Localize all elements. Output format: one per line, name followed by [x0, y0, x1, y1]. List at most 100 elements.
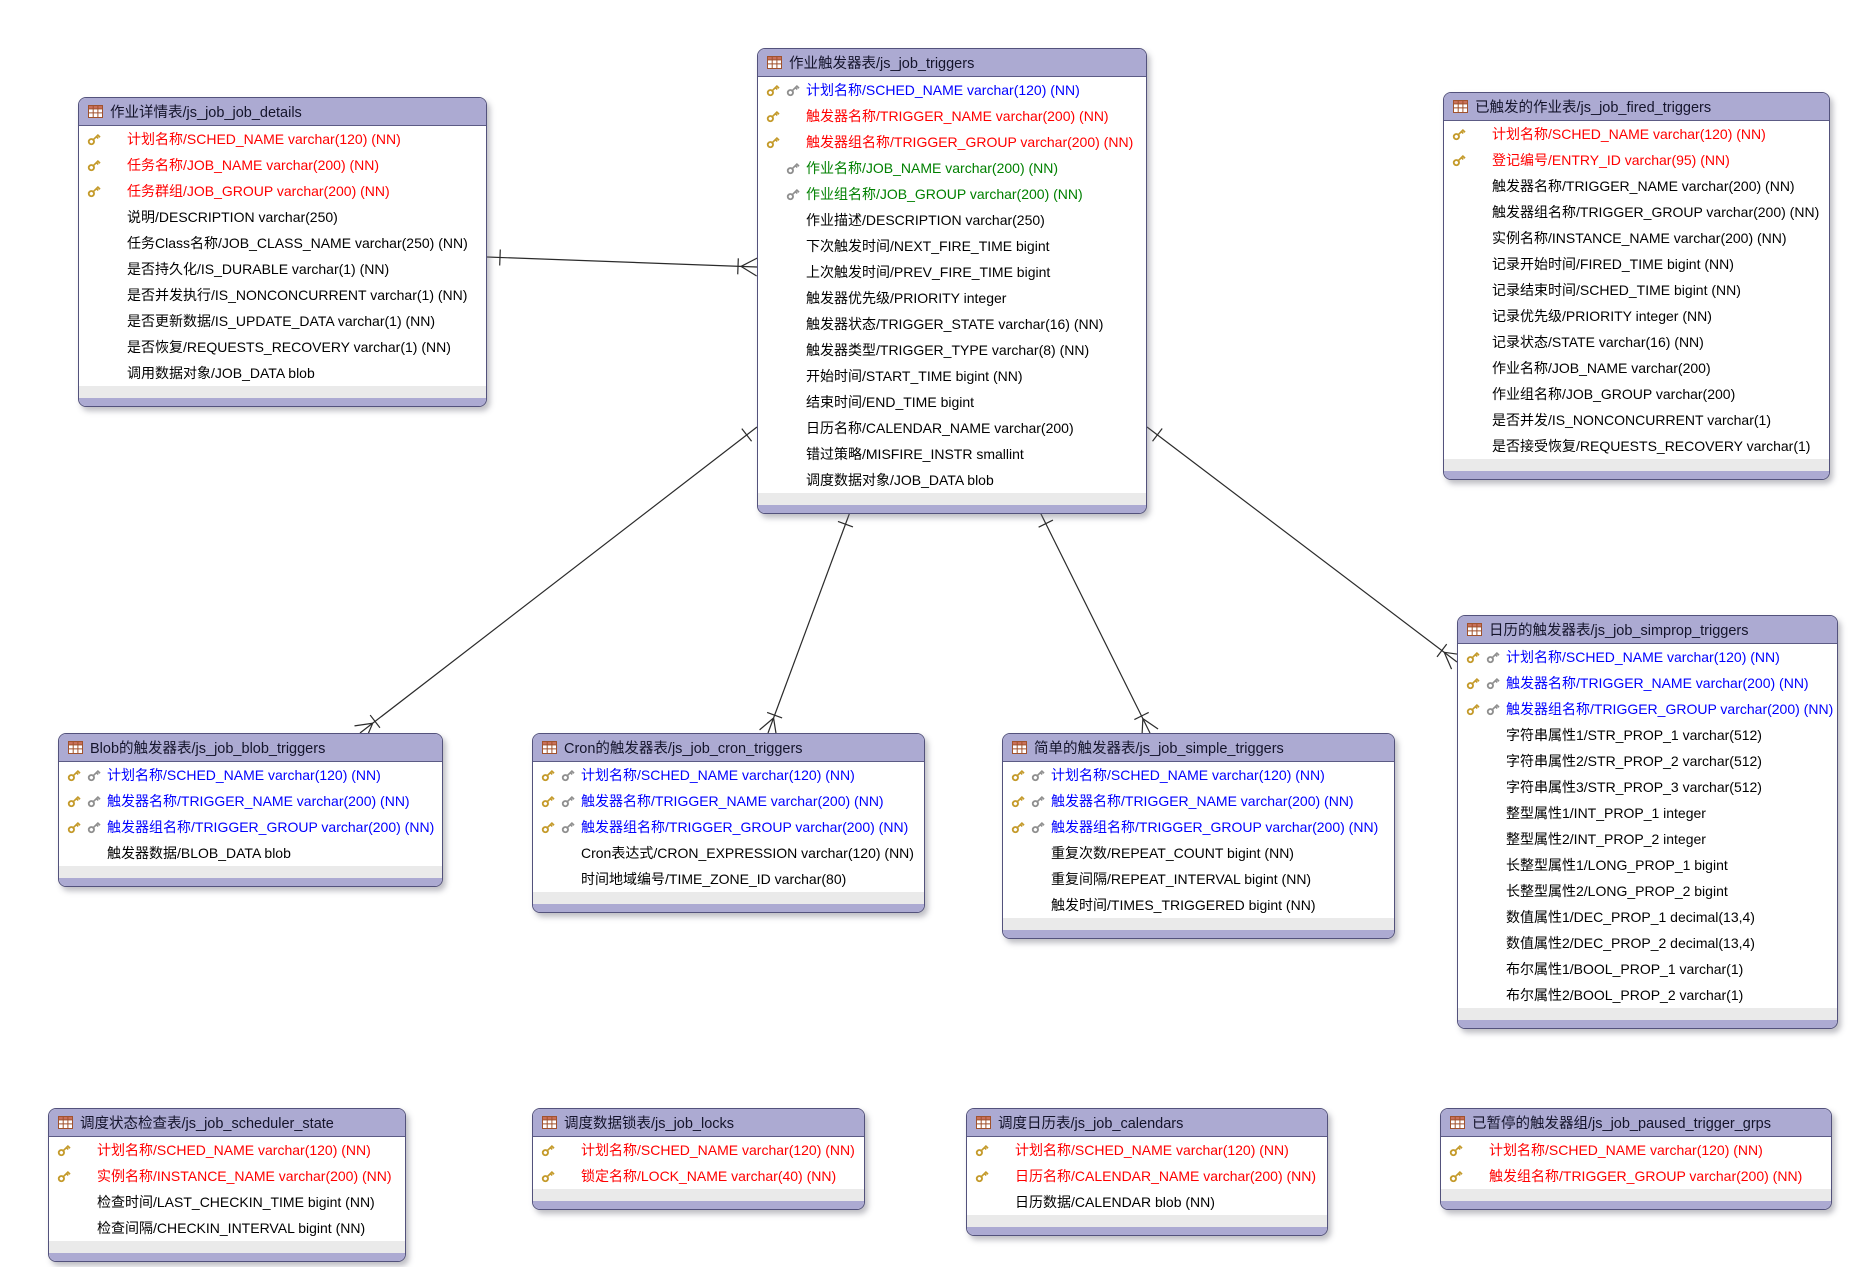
column-row[interactable]: 触发器名称/TRIGGER_NAME varchar(200) (NN)	[1003, 788, 1394, 814]
column-row[interactable]: 上次触发时间/PREV_FIRE_TIME bigint	[758, 259, 1146, 285]
column-row[interactable]: 重复间隔/REPEAT_INTERVAL bigint (NN)	[1003, 866, 1394, 892]
column-row[interactable]: 布尔属性2/BOOL_PROP_2 varchar(1)	[1458, 982, 1837, 1008]
column-row[interactable]: 触发器名称/TRIGGER_NAME varchar(200) (NN)	[533, 788, 924, 814]
column-row[interactable]: 触发器组名称/TRIGGER_GROUP varchar(200) (NN)	[1458, 696, 1837, 722]
column-row[interactable]: 调度数据对象/JOB_DATA blob	[758, 467, 1146, 493]
column-row[interactable]: 日历名称/CALENDAR_NAME varchar(200) (NN)	[967, 1163, 1327, 1189]
column-row[interactable]: 记录优先级/PRIORITY integer (NN)	[1444, 303, 1829, 329]
column-row[interactable]: 作业组名称/JOB_GROUP varchar(200)	[1444, 381, 1829, 407]
column-row[interactable]: 作业名称/JOB_NAME varchar(200)	[1444, 355, 1829, 381]
column-row[interactable]: 是否持久化/IS_DURABLE varchar(1) (NN)	[79, 256, 486, 282]
column-row[interactable]: 触发器名称/TRIGGER_NAME varchar(200) (NN)	[1444, 173, 1829, 199]
column-row[interactable]: 字符串属性2/STR_PROP_2 varchar(512)	[1458, 748, 1837, 774]
column-row[interactable]: 触发器名称/TRIGGER_NAME varchar(200) (NN)	[758, 103, 1146, 129]
column-row[interactable]: 实例名称/INSTANCE_NAME varchar(200) (NN)	[1444, 225, 1829, 251]
column-row[interactable]: 作业组名称/JOB_GROUP varchar(200) (NN)	[758, 181, 1146, 207]
table-header[interactable]: 作业触发器表/js_job_triggers	[758, 49, 1146, 77]
column-row[interactable]: 布尔属性1/BOOL_PROP_1 varchar(1)	[1458, 956, 1837, 982]
column-row[interactable]: 记录状态/STATE varchar(16) (NN)	[1444, 329, 1829, 355]
column-row[interactable]: 计划名称/SCHED_NAME varchar(120) (NN)	[59, 762, 442, 788]
column-row[interactable]: 调用数据对象/JOB_DATA blob	[79, 360, 486, 386]
column-row[interactable]: 计划名称/SCHED_NAME varchar(120) (NN)	[1444, 121, 1829, 147]
relationship-js_job_triggers-js_job_simple_triggers[interactable]	[1038, 511, 1159, 738]
table-header[interactable]: 已暂停的触发器组/js_job_paused_trigger_grps	[1441, 1109, 1831, 1137]
column-row[interactable]: 记录开始时间/FIRED_TIME bigint (NN)	[1444, 251, 1829, 277]
column-row[interactable]: 日历名称/CALENDAR_NAME varchar(200)	[758, 415, 1146, 441]
column-row[interactable]: 时间地域编号/TIME_ZONE_ID varchar(80)	[533, 866, 924, 892]
column-row[interactable]: 检查间隔/CHECKIN_INTERVAL bigint (NN)	[49, 1215, 405, 1241]
column-row[interactable]: 计划名称/SCHED_NAME varchar(120) (NN)	[79, 126, 486, 152]
table-header[interactable]: 简单的触发器表/js_job_simple_triggers	[1003, 734, 1394, 762]
column-row[interactable]: 字符串属性1/STR_PROP_1 varchar(512)	[1458, 722, 1837, 748]
column-row[interactable]: 结束时间/END_TIME bigint	[758, 389, 1146, 415]
column-row[interactable]: 记录结束时间/SCHED_TIME bigint (NN)	[1444, 277, 1829, 303]
column-row[interactable]: 登记编号/ENTRY_ID varchar(95) (NN)	[1444, 147, 1829, 173]
column-row[interactable]: 触发器组名称/TRIGGER_GROUP varchar(200) (NN)	[758, 129, 1146, 155]
column-row[interactable]: 触发器名称/TRIGGER_NAME varchar(200) (NN)	[1458, 670, 1837, 696]
column-row[interactable]: 错过策略/MISFIRE_INSTR smallint	[758, 441, 1146, 467]
column-row[interactable]: 整型属性2/INT_PROP_2 integer	[1458, 826, 1837, 852]
relationship-js_job_triggers-js_job_blob_triggers[interactable]	[354, 426, 758, 741]
column-row[interactable]: 是否接受恢复/REQUESTS_RECOVERY varchar(1)	[1444, 433, 1829, 459]
relationship-js_job_triggers-js_job_cron_triggers[interactable]	[759, 511, 854, 737]
column-row[interactable]: 是否恢复/REQUESTS_RECOVERY varchar(1) (NN)	[79, 334, 486, 360]
column-row[interactable]: 触发器组名称/TRIGGER_GROUP varchar(200) (NN)	[1003, 814, 1394, 840]
column-row[interactable]: 触发器优先级/PRIORITY integer	[758, 285, 1146, 311]
column-row[interactable]: 触发器组名称/TRIGGER_GROUP varchar(200) (NN)	[533, 814, 924, 840]
column-row[interactable]: 任务名称/JOB_NAME varchar(200) (NN)	[79, 152, 486, 178]
column-row[interactable]: 说明/DESCRIPTION varchar(250)	[79, 204, 486, 230]
column-row[interactable]: 数值属性2/DEC_PROP_2 decimal(13,4)	[1458, 930, 1837, 956]
column-row[interactable]: 任务Class名称/JOB_CLASS_NAME varchar(250) (N…	[79, 230, 486, 256]
column-row[interactable]: 计划名称/SCHED_NAME varchar(120) (NN)	[533, 1137, 864, 1163]
table-header[interactable]: 调度状态检查表/js_job_scheduler_state	[49, 1109, 405, 1137]
column-row[interactable]: 日历数据/CALENDAR blob (NN)	[967, 1189, 1327, 1215]
column-row[interactable]: 是否并发/IS_NONCONCURRENT varchar(1)	[1444, 407, 1829, 433]
column-row[interactable]: Cron表达式/CRON_EXPRESSION varchar(120) (NN…	[533, 840, 924, 866]
column-row[interactable]: 计划名称/SCHED_NAME varchar(120) (NN)	[1003, 762, 1394, 788]
column-row[interactable]: 长整型属性1/LONG_PROP_1 bigint	[1458, 852, 1837, 878]
column-row[interactable]: 实例名称/INSTANCE_NAME varchar(200) (NN)	[49, 1163, 405, 1189]
column-row[interactable]: 锁定名称/LOCK_NAME varchar(40) (NN)	[533, 1163, 864, 1189]
column-row[interactable]: 任务群组/JOB_GROUP varchar(200) (NN)	[79, 178, 486, 204]
column-row[interactable]: 作业名称/JOB_NAME varchar(200) (NN)	[758, 155, 1146, 181]
column-row[interactable]: 计划名称/SCHED_NAME varchar(120) (NN)	[967, 1137, 1327, 1163]
column-row[interactable]: 长整型属性2/LONG_PROP_2 bigint	[1458, 878, 1837, 904]
column-row[interactable]: 触发器组名称/TRIGGER_GROUP varchar(200) (NN)	[1444, 199, 1829, 225]
column-row[interactable]: 触发器类型/TRIGGER_TYPE varchar(8) (NN)	[758, 337, 1146, 363]
relationship-js_job_triggers-js_job_simprop_triggers[interactable]	[1146, 426, 1463, 670]
table-header[interactable]: 日历的触发器表/js_job_simprop_triggers	[1458, 616, 1837, 644]
column-row[interactable]: 是否并发执行/IS_NONCONCURRENT varchar(1) (NN)	[79, 282, 486, 308]
column-row[interactable]: 整型属性1/INT_PROP_1 integer	[1458, 800, 1837, 826]
column-row[interactable]: 触发器名称/TRIGGER_NAME varchar(200) (NN)	[59, 788, 442, 814]
table-header[interactable]: 已触发的作业表/js_job_fired_triggers	[1444, 93, 1829, 121]
column-row[interactable]: 下次触发时间/NEXT_FIRE_TIME bigint	[758, 233, 1146, 259]
table-header[interactable]: 调度日历表/js_job_calendars	[967, 1109, 1327, 1137]
table-header[interactable]: 调度数据锁表/js_job_locks	[533, 1109, 864, 1137]
column-row[interactable]: 触发组名称/TRIGGER_GROUP varchar(200) (NN)	[1441, 1163, 1831, 1189]
column-row[interactable]: 计划名称/SCHED_NAME varchar(120) (NN)	[1441, 1137, 1831, 1163]
column-row[interactable]: 字符串属性3/STR_PROP_3 varchar(512)	[1458, 774, 1837, 800]
column-row[interactable]: 计划名称/SCHED_NAME varchar(120) (NN)	[49, 1137, 405, 1163]
table-header[interactable]: 作业详情表/js_job_job_details	[79, 98, 486, 126]
table-header[interactable]: Cron的触发器表/js_job_cron_triggers	[533, 734, 924, 762]
relationship-js_job_job_details-js_job_triggers[interactable]	[486, 249, 758, 277]
column-row[interactable]: 计划名称/SCHED_NAME varchar(120) (NN)	[758, 77, 1146, 103]
column-row[interactable]: 重复次数/REPEAT_COUNT bigint (NN)	[1003, 840, 1394, 866]
column-row[interactable]: 触发器数据/BLOB_DATA blob	[59, 840, 442, 866]
column-row[interactable]: 触发器组名称/TRIGGER_GROUP varchar(200) (NN)	[59, 814, 442, 840]
column-row[interactable]: 作业描述/DESCRIPTION varchar(250)	[758, 207, 1146, 233]
column-row[interactable]: 计划名称/SCHED_NAME varchar(120) (NN)	[1458, 644, 1837, 670]
column-row[interactable]: 是否更新数据/IS_UPDATE_DATA varchar(1) (NN)	[79, 308, 486, 334]
table-header[interactable]: Blob的触发器表/js_job_blob_triggers	[59, 734, 442, 762]
column-row[interactable]: 触发时间/TIMES_TRIGGERED bigint (NN)	[1003, 892, 1394, 918]
